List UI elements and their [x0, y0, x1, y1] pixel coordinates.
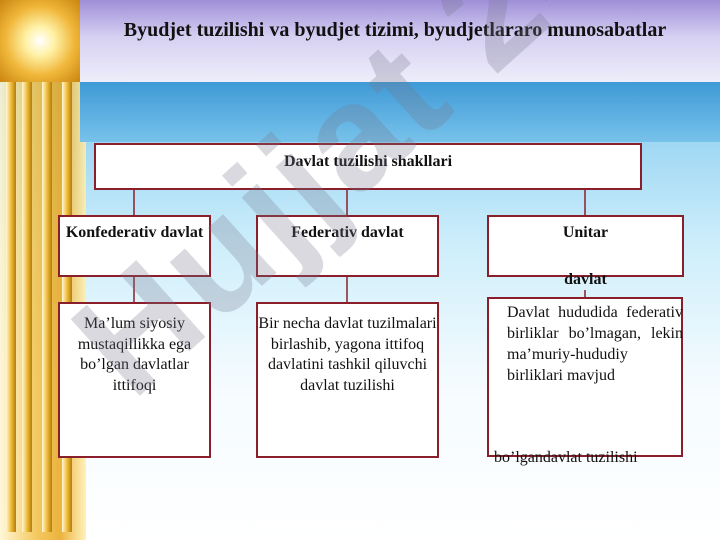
blue-band	[80, 82, 720, 142]
slide-title: Byudjet tuzilishi va byudjet tizimi, byu…	[123, 19, 667, 41]
description-text-overflow: bo’lgandavlat tuzilishi	[494, 449, 638, 466]
gold-column	[42, 82, 52, 532]
category-box-confederative: Konfederativ davlat	[58, 215, 211, 277]
description-text-unitary: Davlat hududida federativ birliklar bo’l…	[493, 302, 683, 386]
description-box-federative: Bir necha davlat tuzilmalari birlashib, …	[256, 302, 439, 458]
description-text: Davlat hududida federativ birliklar bo’l…	[507, 304, 683, 384]
header-band	[80, 0, 720, 82]
category-box-unitary: Unitar	[487, 215, 684, 277]
gold-column	[6, 82, 16, 532]
category-label-continued: davlat	[564, 271, 607, 288]
category-box-federative: Federativ davlat	[256, 215, 439, 277]
gold-corner-ornament	[0, 0, 80, 82]
gold-column	[22, 82, 32, 532]
root-box: Davlat tuzilishi shakllari	[94, 143, 642, 190]
category-label: Unitar	[562, 224, 609, 241]
description-box-unitary	[487, 297, 683, 457]
description-box-confederative: Ma’lum siyosiy mustaqillikka ega bo’lgan…	[58, 302, 211, 458]
